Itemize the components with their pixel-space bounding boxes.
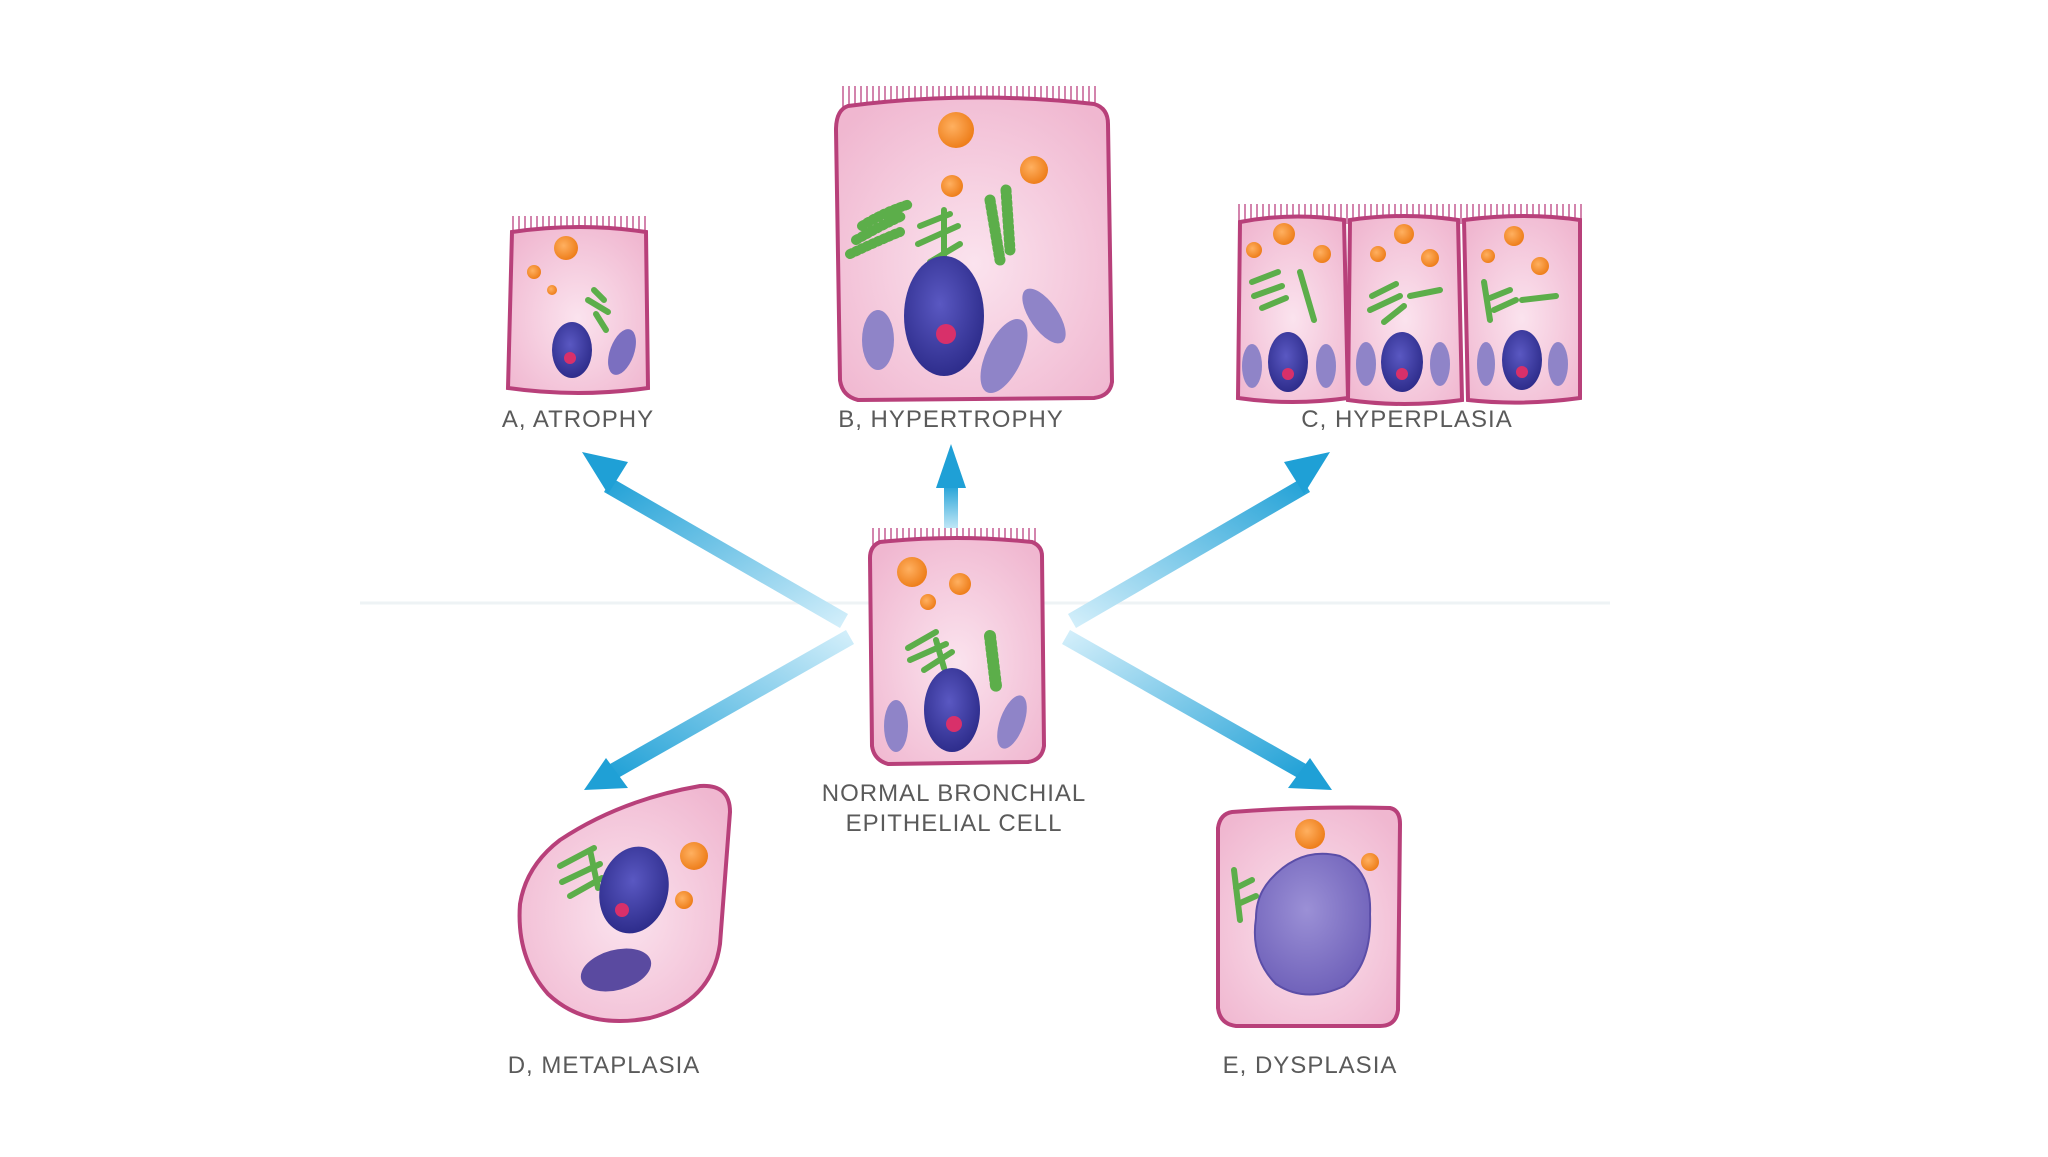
rough-er: [845, 199, 915, 259]
secretory-granule: [1313, 245, 1331, 263]
secretory-granule: [1295, 819, 1325, 849]
nucleolus: [1282, 368, 1294, 380]
golgi-apparatus: [1481, 279, 1559, 323]
nucleus: [924, 668, 980, 752]
arrow-to-dysplasia: [1062, 630, 1332, 790]
mitochondrion: [1242, 344, 1262, 388]
nucleolus: [1516, 366, 1528, 378]
secretory-granule: [938, 112, 974, 148]
mitochondrion: [862, 310, 894, 370]
rough-er: [984, 184, 1016, 266]
arrow-to-hypertrophy: [936, 444, 966, 528]
nucleus: [1381, 332, 1423, 392]
golgi-apparatus: [905, 629, 955, 673]
endoplasmic-reticulum: [585, 287, 611, 333]
nucleus: [904, 256, 984, 376]
normal-bronchial-epithelial-cell: [867, 528, 1047, 767]
golgi-apparatus: [557, 845, 605, 899]
nucleolus: [564, 352, 576, 364]
nucleus: [1268, 332, 1308, 392]
secretory-granule: [1504, 226, 1524, 246]
mitochondrion: [1356, 342, 1376, 386]
nucleolus: [936, 324, 956, 344]
golgi-apparatus: [1367, 281, 1443, 325]
label-dysplasia: E, DYSPLASIA: [1222, 1052, 1398, 1079]
label-hypertrophy: B, HYPERTROPHY: [838, 406, 1064, 433]
label-hyperplasia: C, HYPERPLASIA: [1301, 406, 1513, 433]
mitochondrion: [997, 695, 1027, 749]
arrow-to-atrophy: [582, 452, 848, 628]
secretory-granule: [1481, 249, 1495, 263]
secretory-granule: [527, 265, 541, 279]
secretory-granule: [1370, 246, 1386, 262]
secretory-granule: [920, 594, 936, 610]
arrow-to-metaplasia: [584, 630, 854, 790]
nucleolus: [946, 716, 962, 732]
nucleolus: [615, 903, 629, 917]
label-normal-line-1: NORMAL BRONCHIAL: [821, 780, 1087, 807]
secretory-granule: [949, 573, 971, 595]
secretory-granule: [1361, 853, 1379, 871]
golgi-apparatus: [1249, 269, 1317, 323]
secretory-granule: [1394, 224, 1414, 244]
enlarged-nucleus: [1253, 852, 1372, 996]
golgi-apparatus: [1231, 867, 1259, 923]
golgi-apparatus: [915, 207, 963, 265]
mitochondrion: [1477, 342, 1495, 386]
mitochondrion: [608, 329, 636, 375]
mitochondrion: [1316, 344, 1336, 388]
hyperplasia-cells: [1234, 204, 1586, 406]
rough-er: [984, 630, 1002, 692]
nucleus: [552, 322, 592, 378]
mitochondrion: [1430, 342, 1450, 386]
secretory-granule: [1020, 156, 1048, 184]
mitochondrion: [980, 318, 1028, 394]
secretory-granule: [897, 557, 927, 587]
secretory-granule: [680, 842, 708, 870]
mitochondrion: [884, 700, 908, 752]
mitochondrion: [580, 948, 652, 992]
label-metaplasia: D, METAPLASIA: [507, 1052, 701, 1079]
metaplasia-cell: [517, 783, 733, 1023]
hypertrophy-cell: [833, 86, 1115, 403]
secretory-granule: [1246, 242, 1262, 258]
atrophy-cell: [505, 216, 651, 395]
arrow-to-hyperplasia: [1068, 452, 1330, 628]
dysplasia-cell: [1216, 805, 1403, 1028]
mitochondrion: [1022, 288, 1066, 344]
secretory-granule: [941, 175, 963, 197]
secretory-granule: [1273, 223, 1295, 245]
label-normal-line-2: EPITHELIAL CELL: [845, 810, 1063, 837]
secretory-granule: [554, 236, 578, 260]
secretory-granule: [1421, 249, 1439, 267]
secretory-granule: [547, 285, 557, 295]
label-atrophy: A, ATROPHY: [501, 406, 655, 433]
nucleus: [1502, 330, 1542, 390]
secretory-granule: [1531, 257, 1549, 275]
mitochondrion: [1548, 342, 1568, 386]
nucleolus: [1396, 368, 1408, 380]
secretory-granule: [675, 891, 693, 909]
